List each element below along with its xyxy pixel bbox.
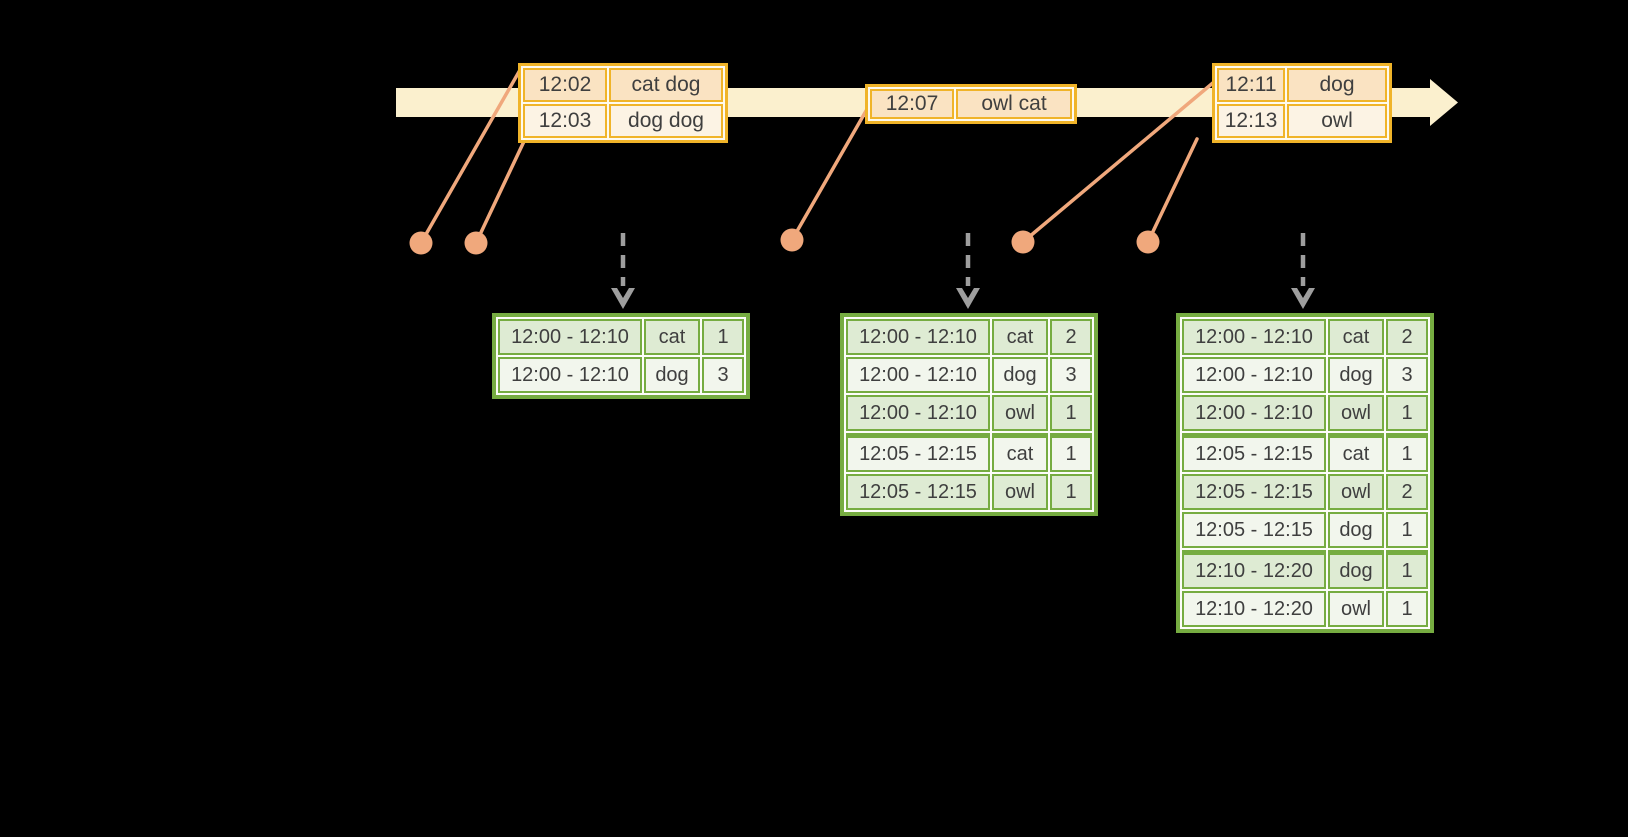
word-cell: cat (992, 319, 1048, 355)
connector-lines (419, 68, 1216, 245)
count-cell: 1 (1386, 550, 1428, 589)
connector-line (419, 68, 522, 245)
window-cell: 12:00 - 12:10 (846, 395, 990, 431)
result-row: 12:10 - 12:20 dog 1 (1182, 550, 1428, 589)
result-row: 12:00 - 12:10 dog 3 (498, 357, 744, 393)
event-row: 12:11 dog (1217, 68, 1387, 102)
event-dot (1136, 230, 1160, 254)
event-words-cell: dog (1287, 68, 1387, 102)
result-row: 12:00 - 12:10 dog 3 (1182, 357, 1428, 393)
event-words-cell: dog dog (609, 104, 723, 138)
window-cell: 12:00 - 12:10 (1182, 395, 1326, 431)
count-cell: 1 (1050, 433, 1092, 472)
result-row: 12:05 - 12:15 dog 1 (1182, 512, 1428, 548)
event-words-cell: owl (1287, 104, 1387, 138)
window-cell: 12:00 - 12:10 (498, 319, 642, 355)
result-row: 12:05 - 12:15 owl 2 (1182, 474, 1428, 510)
window-cell: 12:10 - 12:20 (1182, 591, 1326, 627)
result-row: 12:00 - 12:10 cat 2 (846, 319, 1092, 355)
word-cell: owl (1328, 474, 1384, 510)
window-cell: 12:00 - 12:10 (1182, 357, 1326, 393)
count-cell: 3 (702, 357, 744, 393)
event-dot (409, 231, 433, 255)
connector-line (1146, 137, 1199, 244)
event-row: 12:02 cat dog (523, 68, 723, 102)
window-cell: 12:10 - 12:20 (1182, 550, 1326, 589)
trigger-arrows (611, 233, 1315, 309)
window-cell: 12:00 - 12:10 (846, 357, 990, 393)
window-cell: 12:05 - 12:15 (846, 433, 990, 472)
result-row: 12:00 - 12:10 cat 1 (498, 319, 744, 355)
count-cell: 1 (702, 319, 744, 355)
result-row: 12:00 - 12:10 owl 1 (846, 395, 1092, 431)
connector-line (474, 133, 529, 245)
word-cell: cat (644, 319, 700, 355)
event-words-cell: cat dog (609, 68, 723, 102)
count-cell: 1 (1050, 395, 1092, 431)
count-cell: 3 (1050, 357, 1092, 393)
event-time-cell: 12:03 (523, 104, 607, 138)
result-row: 12:00 - 12:10 cat 2 (1182, 319, 1428, 355)
event-table: 12:11 dog 12:13 owl (1212, 63, 1392, 143)
timeline-arrowhead-icon (1430, 79, 1458, 126)
count-cell: 2 (1050, 319, 1092, 355)
result-row: 12:05 - 12:15 cat 1 (1182, 433, 1428, 472)
word-cell: owl (1328, 395, 1384, 431)
word-cell: cat (1328, 433, 1384, 472)
count-cell: 2 (1386, 474, 1428, 510)
window-cell: 12:00 - 12:10 (846, 319, 990, 355)
result-table: 12:00 - 12:10 cat 2 12:00 - 12:10 dog 3 … (1176, 313, 1434, 633)
result-table: 12:00 - 12:10 cat 1 12:00 - 12:10 dog 3 (492, 313, 750, 399)
event-dot (1011, 230, 1035, 254)
window-cell: 12:00 - 12:10 (498, 357, 642, 393)
event-table: 12:02 cat dog 12:03 dog dog (518, 63, 728, 143)
event-time-cell: 12:07 (870, 89, 954, 119)
window-cell: 12:00 - 12:10 (1182, 319, 1326, 355)
result-table: 12:00 - 12:10 cat 2 12:00 - 12:10 dog 3 … (840, 313, 1098, 516)
count-cell: 1 (1386, 433, 1428, 472)
window-cell: 12:05 - 12:15 (1182, 512, 1326, 548)
event-row: 12:13 owl (1217, 104, 1387, 138)
word-cell: owl (992, 474, 1048, 510)
window-cell: 12:05 - 12:15 (846, 474, 990, 510)
event-words-cell: owl cat (956, 89, 1072, 119)
count-cell: 1 (1386, 591, 1428, 627)
event-row: 12:07 owl cat (870, 89, 1072, 119)
word-cell: dog (1328, 550, 1384, 589)
result-row: 12:00 - 12:10 owl 1 (1182, 395, 1428, 431)
count-cell: 1 (1386, 395, 1428, 431)
word-cell: dog (644, 357, 700, 393)
window-cell: 12:05 - 12:15 (1182, 474, 1326, 510)
count-cell: 1 (1386, 512, 1428, 548)
connector-line (790, 102, 872, 242)
trigger-arrowhead-icon (611, 288, 635, 309)
event-table: 12:07 owl cat (865, 84, 1077, 124)
word-cell: owl (992, 395, 1048, 431)
event-dot (464, 231, 488, 255)
event-dots (409, 228, 1160, 255)
word-cell: dog (992, 357, 1048, 393)
result-row: 12:10 - 12:20 owl 1 (1182, 591, 1428, 627)
result-row: 12:00 - 12:10 dog 3 (846, 357, 1092, 393)
result-row: 12:05 - 12:15 cat 1 (846, 433, 1092, 472)
trigger-arrowhead-icon (956, 288, 980, 309)
event-time-cell: 12:11 (1217, 68, 1285, 102)
word-cell: cat (992, 433, 1048, 472)
result-row: 12:05 - 12:15 owl 1 (846, 474, 1092, 510)
word-cell: owl (1328, 591, 1384, 627)
count-cell: 1 (1050, 474, 1092, 510)
word-cell: cat (1328, 319, 1384, 355)
event-time-cell: 12:02 (523, 68, 607, 102)
count-cell: 3 (1386, 357, 1428, 393)
count-cell: 2 (1386, 319, 1428, 355)
window-cell: 12:05 - 12:15 (1182, 433, 1326, 472)
word-cell: dog (1328, 512, 1384, 548)
word-cell: dog (1328, 357, 1384, 393)
trigger-arrowhead-icon (1291, 288, 1315, 309)
connector-line (1021, 80, 1216, 244)
event-row: 12:03 dog dog (523, 104, 723, 138)
event-time-cell: 12:13 (1217, 104, 1285, 138)
event-dot (780, 228, 804, 252)
